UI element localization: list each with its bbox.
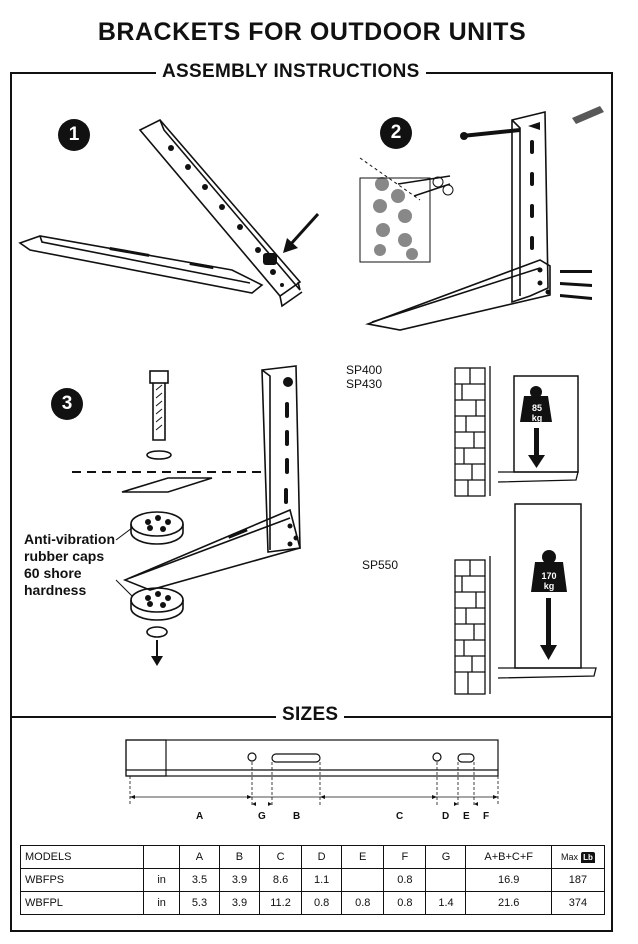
page-title: BRACKETS FOR OUTDOOR UNITS [97, 18, 527, 46]
step-2-badge: 2 [380, 117, 412, 149]
sizes-table: MODELS A B C D E F G A+B+C+F Max Lb WBFP… [19, 845, 606, 915]
table-cell: 21.6 [465, 891, 552, 915]
step-3-badge: 3 [51, 388, 83, 420]
table-cell: 0.8 [341, 891, 385, 915]
document-frame [10, 72, 613, 932]
header-cell: F [383, 845, 427, 869]
dim-label-e: E [463, 811, 470, 822]
header-cell [143, 845, 180, 869]
table-cell: 1.4 [425, 891, 467, 915]
header-cell: B [218, 845, 260, 869]
dim-label-a: A [196, 811, 204, 822]
header-cell: MODELS [19, 845, 145, 869]
weight-unit: kg [531, 413, 543, 423]
step-1-badge: 1 [58, 119, 90, 151]
weight-icon: Lb [581, 851, 595, 863]
model-name: SP430 [346, 377, 383, 391]
table-cell: 187 [550, 868, 606, 892]
table-cell: 374 [550, 891, 606, 915]
weight-value: 170 [541, 571, 557, 581]
header-cell: D [301, 845, 343, 869]
sizes-heading: SIZES [276, 704, 345, 726]
header-cell: A [178, 845, 220, 869]
model-name: SP400 [346, 363, 383, 377]
table-cell: WBFPS [19, 868, 145, 892]
table-cell [425, 868, 467, 892]
table-cell: WBFPL [19, 891, 145, 915]
weight-unit: kg [543, 581, 555, 591]
dim-label-d: D [442, 811, 450, 822]
table-cell: in [143, 868, 180, 892]
rubber-caps-caption: Anti-vibration rubber caps 60 shore hard… [24, 531, 115, 599]
dim-label-b: B [293, 811, 301, 822]
header-cell: E [341, 845, 385, 869]
weight-label-170: 170 kg [534, 571, 564, 591]
table-cell: 8.6 [258, 868, 303, 892]
dim-label-c: C [396, 811, 404, 822]
max-label: Max [561, 852, 579, 862]
weight-icon-text: Lb [583, 852, 593, 862]
table-header-row: MODELS A B C D E F G A+B+C+F Max Lb [19, 845, 606, 869]
caption-line: Anti-vibration [24, 531, 115, 547]
table-cell: 5.3 [178, 891, 220, 915]
model-label-sp400-group: SP400 SP430 [346, 363, 382, 391]
header-cell: G [425, 845, 467, 869]
table-cell [341, 868, 385, 892]
weight-label-85: 85 kg [522, 403, 552, 423]
model-label-sp550: SP550 [362, 558, 399, 572]
weight-value: 85 [531, 403, 542, 413]
header-cell: C [258, 845, 303, 869]
header-cell: A+B+C+F [465, 845, 552, 869]
max-load-header: Max Lb [550, 845, 606, 869]
table-cell: 0.8 [383, 891, 427, 915]
table-cell: 3.9 [218, 891, 260, 915]
table-cell: 16.9 [465, 868, 552, 892]
caption-line: hardness [24, 582, 87, 598]
table-row: WBFPL in 5.3 3.9 11.2 0.8 0.8 0.8 1.4 21… [19, 891, 606, 915]
caption-line: rubber caps [24, 548, 105, 564]
assembly-heading: ASSEMBLY INSTRUCTIONS [156, 61, 426, 83]
table-cell: 0.8 [301, 891, 343, 915]
table-cell: 3.5 [178, 868, 220, 892]
table-cell: 1.1 [301, 868, 343, 892]
table-cell: 11.2 [258, 891, 303, 915]
table-row: WBFPS in 3.5 3.9 8.6 1.1 0.8 16.9 187 [19, 868, 606, 892]
table-cell: 0.8 [383, 868, 427, 892]
caption-line: 60 shore [24, 565, 82, 581]
table-cell: 3.9 [218, 868, 260, 892]
table-cell: in [143, 891, 180, 915]
dim-label-f: F [483, 811, 490, 822]
dim-label-g: G [258, 811, 266, 822]
